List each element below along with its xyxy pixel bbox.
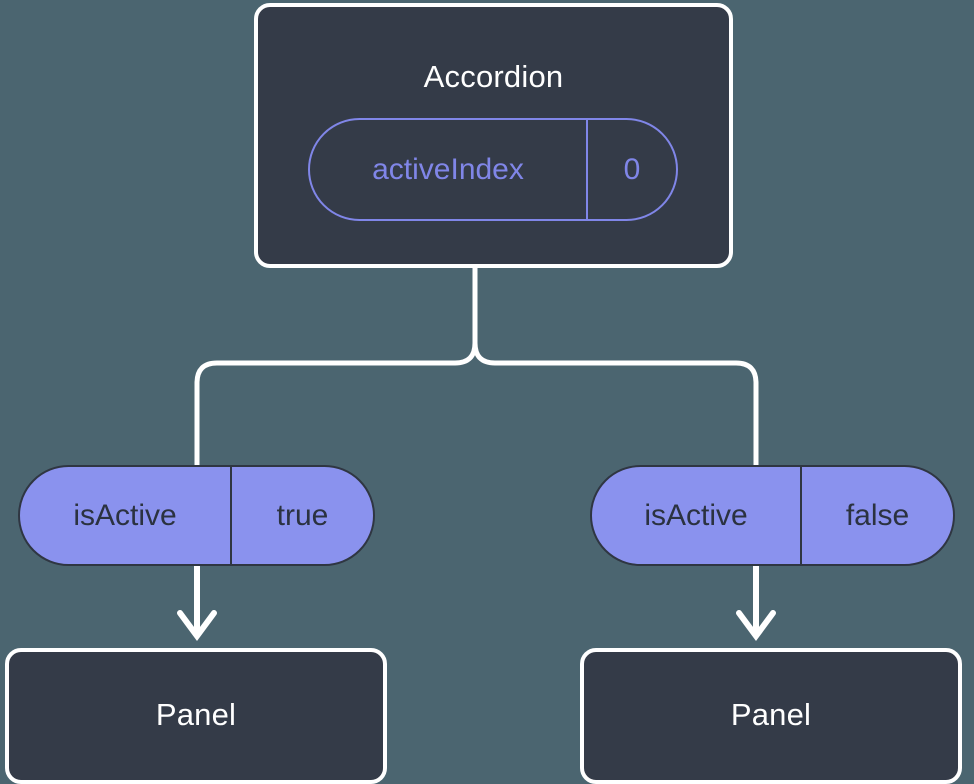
arrow-right-prop-to-panel (736, 566, 776, 642)
arrow-left-prop-to-panel (177, 566, 217, 642)
accordion-node-title: Accordion (423, 59, 564, 94)
left-panel-node-title: Panel (155, 697, 237, 732)
right-prop-key: isActive (592, 467, 802, 564)
right-panel-node[interactable]: Panel (580, 648, 962, 784)
accordion-state-value: 0 (623, 152, 641, 186)
edge-accordion-to-left-prop (194, 263, 478, 469)
left-panel-node[interactable]: Panel (5, 648, 387, 784)
left-prop-value: true (276, 498, 329, 532)
edge-accordion-to-right-prop (472, 263, 759, 469)
accordion-state-pill[interactable]: activeIndex 0 (308, 118, 678, 221)
accordion-state-key: activeIndex (310, 120, 588, 219)
right-prop-pill[interactable]: isActive false (590, 465, 955, 566)
left-prop-key: isActive (20, 467, 232, 564)
left-prop-pill[interactable]: isActive true (18, 465, 375, 566)
right-panel-node-title: Panel (730, 697, 812, 732)
right-prop-value: false (845, 498, 910, 532)
